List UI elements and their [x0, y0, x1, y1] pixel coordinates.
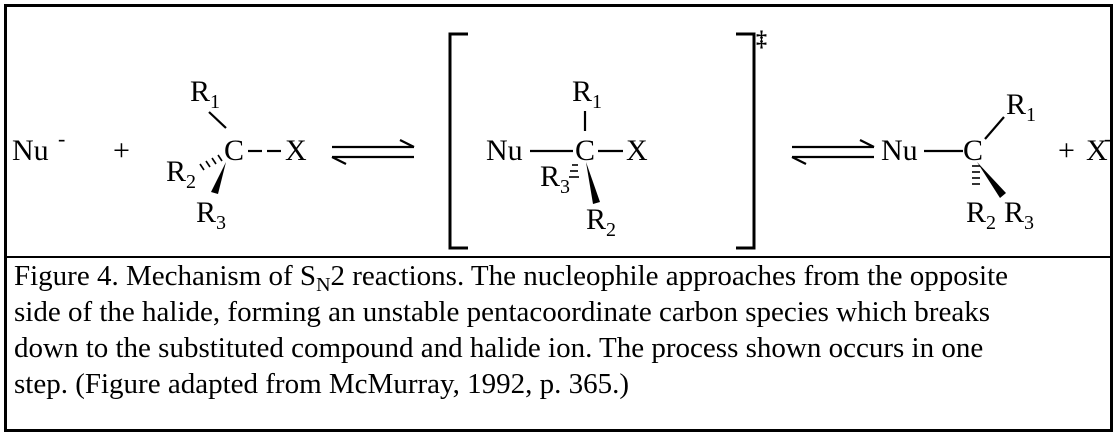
transition-state-marker: ‡ [756, 26, 767, 51]
ts-r1: R [572, 75, 592, 108]
caption-line1-sub: N [316, 274, 331, 296]
ts-nucleophile: Nu [486, 134, 523, 167]
caption-line4: step. (Figure adapted from McMurray, 199… [14, 368, 630, 400]
substrate-carbon: C [224, 134, 244, 167]
ts-carbon: C [575, 134, 595, 167]
equilibrium-arrow-1 [331, 139, 415, 165]
substrate-r1-bond [208, 111, 227, 129]
plus-sign-1: + [113, 134, 130, 167]
product-r2: R [966, 196, 986, 229]
ts-r2-sub: 2 [606, 219, 616, 241]
ts-r1-sub: 1 [592, 91, 602, 113]
ts-leaving-group: X [626, 134, 648, 167]
substrate-r3: R [196, 196, 216, 229]
substrate-r1: R [190, 75, 210, 108]
ts-wedge-bond [586, 162, 600, 204]
product-r2-sub: 2 [986, 212, 996, 234]
substrate-wedge-bond [211, 162, 226, 194]
ts-r3: R [540, 160, 560, 193]
reactant-nu-charge: - [58, 126, 65, 151]
product-r1-bond [984, 116, 1005, 140]
reactant-nu-label: Nu [12, 134, 49, 167]
caption-divider [7, 256, 1110, 258]
substrate-leaving-group: X [285, 134, 307, 167]
transition-state-structure: R 1 Nu C X R 3 R 2 [486, 75, 648, 241]
product-r3-sub: 3 [1024, 212, 1034, 234]
caption-line1-b: 2 reactions. The nucleophile approaches … [330, 260, 1009, 292]
ts-hashed-bond [569, 164, 579, 178]
product-r3: R [1004, 196, 1024, 229]
caption-line2: side of the halide, forming an unstable … [14, 296, 990, 328]
halide-charge: - [1104, 126, 1111, 151]
plus-sign-2: + [1058, 134, 1075, 167]
reactant-substrate: R 1 C X R 2 R 3 [166, 75, 307, 234]
reactant-nucleophile: Nu - [12, 126, 65, 167]
product-r1: R [1006, 88, 1026, 121]
figure-caption: Figure 4. Mechanism of SN2 reactions. Th… [14, 258, 1112, 402]
caption-line3: down to the substituted compound and hal… [14, 332, 984, 364]
product-hashed-bond [972, 165, 980, 185]
substrate-hashed-bond [199, 154, 223, 171]
product-structure: Nu C R 1 R 2 R 3 [881, 88, 1036, 234]
caption-line1-a: Figure 4. Mechanism of S [14, 260, 317, 292]
ts-r2: R [586, 203, 606, 236]
substrate-r1-sub: 1 [210, 91, 220, 113]
transition-state-brackets [448, 32, 756, 250]
product-r1-sub: 1 [1026, 104, 1036, 126]
substrate-r3-sub: 3 [216, 212, 226, 234]
substrate-r2-sub: 2 [186, 171, 196, 193]
substrate-r2: R [166, 155, 186, 188]
product-wedge-bond [977, 162, 1006, 198]
equilibrium-arrow-2 [791, 139, 875, 165]
product-nucleophile: Nu [881, 134, 918, 167]
reaction-scheme: Nu - + R 1 C X R 2 R 3 ‡ R [12, 26, 1111, 250]
halide-label: X [1086, 134, 1108, 167]
figure-frame [4, 4, 1113, 432]
product-halide: X - [1086, 126, 1111, 167]
product-carbon: C [963, 134, 983, 167]
ts-r3-sub: 3 [560, 176, 570, 198]
